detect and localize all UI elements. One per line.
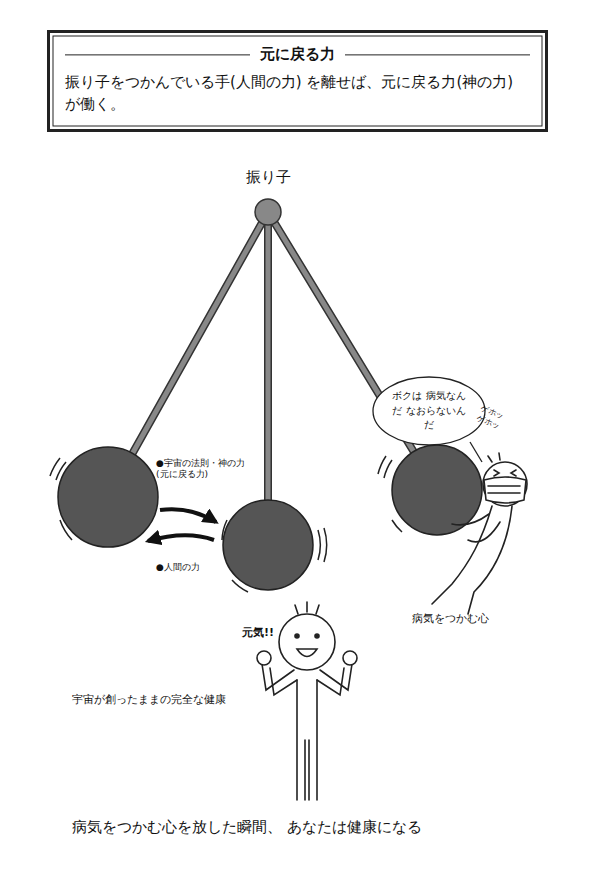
exclamation: 元気!! <box>242 626 274 640</box>
illustration-stroke <box>324 528 327 562</box>
bubble-ellipse <box>373 377 485 445</box>
illustration-stroke <box>432 506 492 604</box>
title-box: 元に戻る力振り子をつかんでいる手(人間の力) を離せば、元に戻る力(神の力) が… <box>47 30 548 132</box>
illustration-stroke <box>58 447 158 547</box>
illustration-stroke <box>343 651 357 665</box>
frame-outer <box>49 32 547 131</box>
box-body: 振り子をつかんでいる手(人間の力) を離せば、元に戻る力(神の力) が働く。 <box>65 72 530 116</box>
force-label: ●人間の力 <box>156 562 200 573</box>
illustration-stroke <box>468 522 500 542</box>
illustration-stroke <box>488 486 520 493</box>
illustration-stroke <box>488 453 500 462</box>
illustration-stroke <box>232 580 248 592</box>
illustration-stroke <box>56 462 66 480</box>
illustration-stroke <box>222 520 227 540</box>
pivot <box>255 199 281 225</box>
illustration-stroke <box>452 514 489 525</box>
illustration-stroke <box>297 680 317 800</box>
sick-figure <box>432 453 527 614</box>
cough-sound: ゲホッ ゲホッ <box>475 404 507 432</box>
illustration-stroke <box>262 664 294 690</box>
illustration-stroke <box>318 530 320 560</box>
frame-inner <box>53 36 542 126</box>
illustration-stroke <box>378 456 386 474</box>
illustration-stroke <box>148 535 214 541</box>
illustration-stroke <box>483 462 527 506</box>
page-caption: 病気をつかむ心を放した瞬間、 あなたは健康になる <box>72 818 422 837</box>
illustration-stroke <box>223 500 313 590</box>
illustration-stroke <box>268 212 437 490</box>
illustration-stroke <box>50 458 60 476</box>
speech-text: ボクは 病気なんだ なおらないんだ <box>392 389 466 433</box>
illustration-stroke <box>484 477 526 503</box>
illustration-stroke <box>392 520 402 532</box>
illustration-stroke <box>392 445 482 535</box>
illustration-stroke <box>315 634 319 638</box>
speech-bubble: ボクは 病気なんだ なおらないんだ <box>372 376 486 446</box>
figure-caption: 病気をつかむ心 <box>412 612 489 626</box>
motion-marks <box>50 456 402 592</box>
pendulum-bobs <box>58 445 482 590</box>
illustration-stroke <box>320 664 352 690</box>
illustration-stroke <box>257 651 271 665</box>
illustration-stroke <box>270 668 297 695</box>
bubble-tail <box>470 442 482 462</box>
illustration-stroke <box>317 668 344 695</box>
illustration-stroke <box>264 212 272 545</box>
figure-caption: 宇宙が創ったままの完全な健康 <box>72 693 226 707</box>
illustration-stroke <box>295 602 319 614</box>
illustration-stroke <box>494 470 516 476</box>
illustration-stroke <box>266 212 271 545</box>
illustration-stroke <box>60 520 72 540</box>
illustration-stroke <box>279 614 335 670</box>
part-name: 振り子 <box>246 168 291 187</box>
force-label: ●宇宙の法則・神の力 (元に戻る力) <box>156 458 251 481</box>
box-heading: 元に戻る力 <box>250 44 345 66</box>
illustration-stroke <box>268 212 437 490</box>
illustration-stroke <box>160 509 216 522</box>
illustration-stroke <box>384 460 392 478</box>
force-arrows <box>148 509 216 541</box>
illustration-stroke <box>297 649 317 657</box>
illustration-stroke <box>295 634 299 638</box>
